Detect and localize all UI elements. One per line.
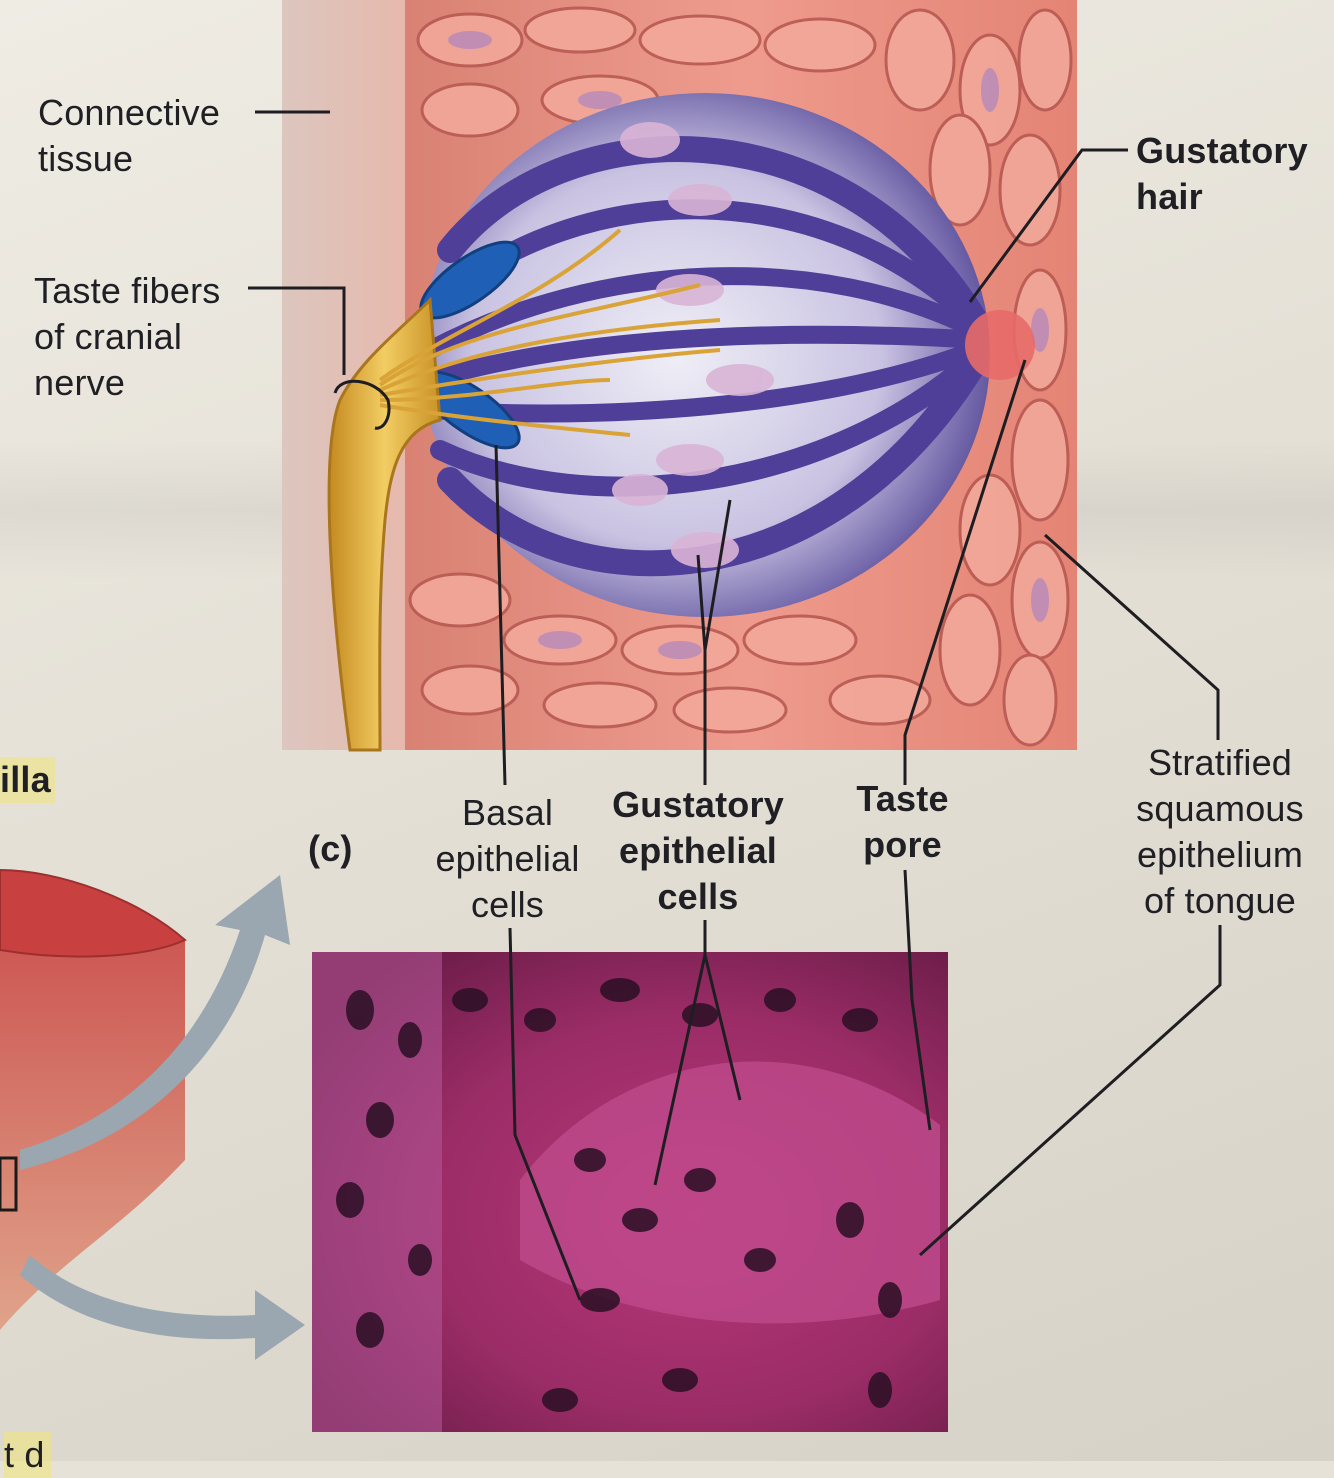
leader-taste-pore-upper	[903, 359, 1027, 785]
leader-taste-pore-lower	[903, 869, 932, 1131]
taste-bud-micrograph	[520, 1061, 940, 1324]
taste-fibers	[378, 228, 721, 437]
epithelial-nuclei	[448, 31, 1049, 659]
label-basal-cells: Basal epithelial cells	[435, 792, 580, 925]
label-taste-fibers: Taste fibers of cranial nerve	[34, 270, 221, 403]
arrow-to-illustration	[20, 875, 290, 1170]
gustatory-cell-nuclei	[612, 122, 774, 568]
label-connective-tissue: Connective tissue	[38, 92, 221, 179]
arrow-to-micrograph	[20, 1255, 305, 1360]
leader-gustatory-cells-upper-b	[703, 499, 732, 651]
micrograph	[312, 952, 948, 1432]
leader-taste-fibers	[248, 286, 346, 375]
micrograph-nuclei	[336, 978, 902, 1412]
magnification-box	[0, 1156, 18, 1212]
leader-basal-lower	[508, 927, 582, 1301]
label-stratified-epithelium: Stratified squamous epithelium of tongue	[1136, 742, 1304, 921]
leader-lines	[248, 110, 1222, 1301]
leader-gustatory-hair	[968, 148, 1128, 303]
taste-bud-illustration	[282, 0, 1077, 752]
magnification-arrows	[20, 875, 305, 1360]
tongue-section-block	[0, 868, 187, 1330]
leader-fiber-bracket	[333, 379, 391, 430]
leader-stratified-lower	[918, 925, 1222, 1257]
leader-stratified-upper	[1043, 533, 1220, 740]
leader-basal-upper	[494, 444, 507, 786]
epithelial-cell-pattern	[408, 6, 1073, 747]
taste-pore	[965, 310, 1035, 380]
label-cut-off-papilla: illa	[0, 757, 55, 803]
label-gustatory-hair: Gustatory hair	[1136, 130, 1308, 217]
label-gustatory-cells: Gustatory epithelial cells	[612, 784, 784, 917]
cranial-nerve	[327, 296, 442, 752]
label-panel-letter: (c)	[308, 828, 353, 869]
label-cut-off-bottom: t d	[4, 1432, 51, 1478]
label-taste-pore: Taste pore	[856, 778, 949, 865]
leader-gustatory-cells-lower-b	[703, 954, 742, 1101]
